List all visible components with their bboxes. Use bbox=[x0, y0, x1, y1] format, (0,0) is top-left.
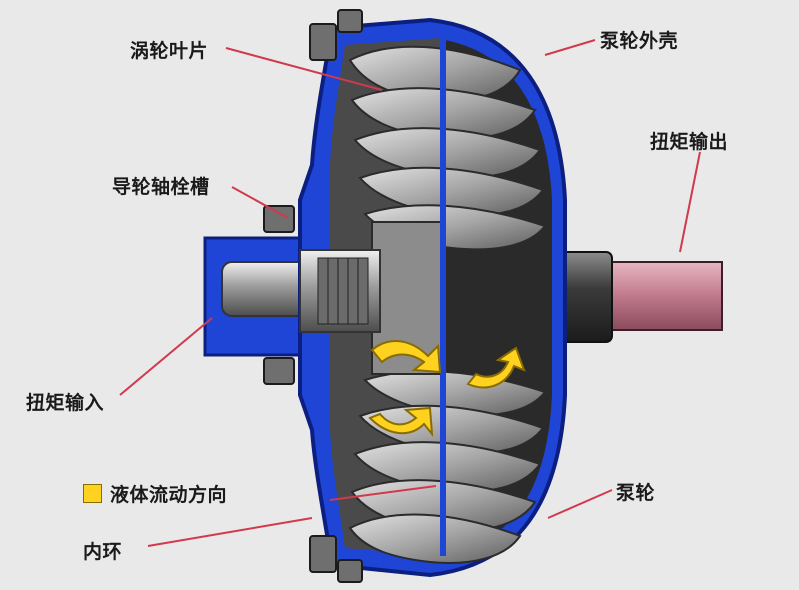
leader-fluid-flow bbox=[329, 485, 437, 501]
flow-arrow-1 bbox=[370, 340, 442, 374]
spline-teeth bbox=[327, 258, 359, 324]
housing-bolts bbox=[263, 9, 363, 583]
label-pump-impeller: 泵轮 bbox=[616, 482, 656, 504]
leader-turbine-blades bbox=[225, 47, 383, 91]
legend-yellow-swatch-icon bbox=[83, 484, 102, 503]
output-shaft bbox=[599, 261, 723, 331]
leader-lines bbox=[119, 39, 701, 547]
shaft-spline bbox=[317, 257, 369, 325]
upper-blades bbox=[348, 45, 547, 251]
leader-stator-spline bbox=[231, 186, 289, 219]
label-turbine-blades: 涡轮叶片 bbox=[130, 40, 209, 62]
lower-blades bbox=[348, 370, 547, 564]
flow-arrow-3 bbox=[466, 346, 526, 389]
label-pump-housing: 泵轮外壳 bbox=[600, 30, 679, 52]
flow-arrow-2 bbox=[368, 406, 434, 438]
leader-torque-input bbox=[119, 317, 213, 396]
leader-torque-output bbox=[679, 151, 701, 253]
label-torque-output: 扭矩输出 bbox=[650, 131, 729, 153]
label-fluid-flow-direction: 液体流动方向 bbox=[110, 484, 228, 506]
flow-arrows bbox=[368, 340, 526, 438]
leader-pump-housing bbox=[544, 39, 596, 56]
label-torque-input: 扭矩输入 bbox=[26, 392, 105, 414]
leader-pump-impeller bbox=[547, 489, 613, 519]
leader-inner-ring bbox=[147, 517, 313, 547]
label-inner-ring: 内环 bbox=[83, 541, 123, 563]
label-stator-spline: 导轮轴栓槽 bbox=[112, 176, 210, 198]
